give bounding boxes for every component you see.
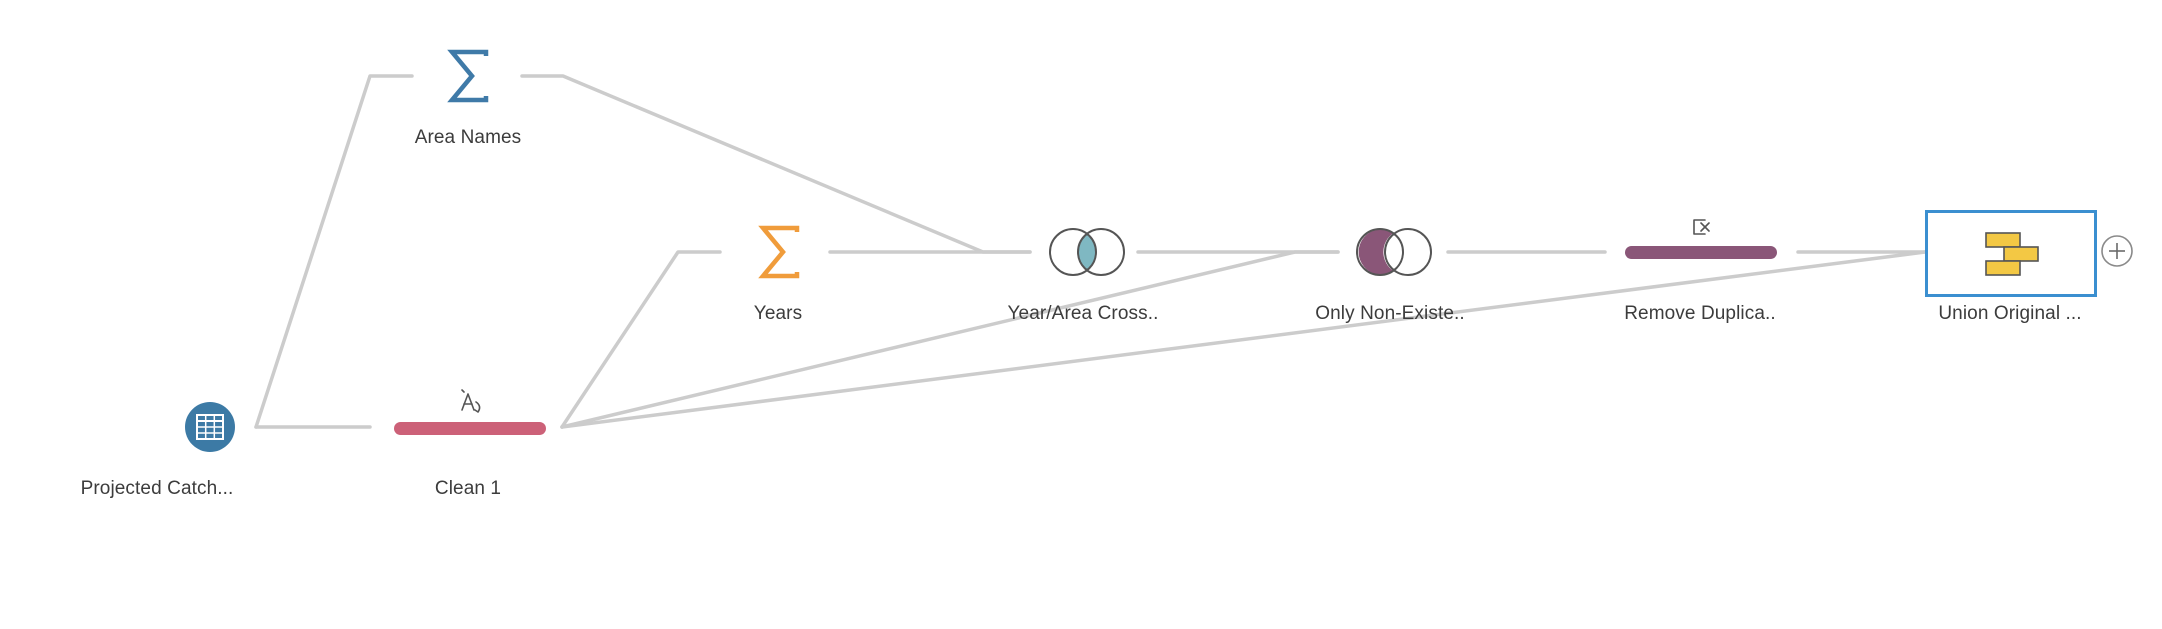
sigma-aggregate-icon — [758, 225, 800, 279]
years-aggregate-node[interactable] — [757, 224, 803, 280]
add-step-button[interactable] — [2100, 234, 2134, 268]
table-input-icon — [185, 402, 235, 452]
remove-field-clean-icon — [1625, 219, 1777, 259]
union-label: Union Original ... — [1938, 303, 2082, 324]
area-names-label: Area Names — [414, 127, 522, 148]
sigma-aggregate-icon — [447, 49, 489, 103]
year-area-cross-join-node[interactable] — [1046, 224, 1128, 280]
input-step-node[interactable] — [184, 401, 236, 453]
union-step-selection[interactable] — [1925, 210, 2097, 297]
area-names-aggregate-node[interactable] — [446, 48, 492, 104]
union-icon — [1985, 232, 2039, 276]
left-only-join-icon — [1356, 228, 1432, 276]
clean1-step-label: Clean 1 — [434, 478, 502, 499]
edge-clean1-to-join2 — [560, 250, 1340, 429]
only-non-existing-join-label: Only Non-Existe.. — [1315, 303, 1465, 324]
edge-clean1-to-years — [560, 250, 722, 429]
years-label: Years — [753, 303, 803, 324]
clean-step-icon — [394, 389, 546, 435]
plus-circle-icon — [2101, 235, 2133, 267]
clean1-step-node[interactable] — [392, 388, 548, 438]
only-non-existing-join-node[interactable] — [1353, 224, 1435, 280]
edge-clean1-to-union — [560, 250, 1927, 429]
input-step-label: Projected Catch... — [80, 478, 234, 499]
edge-input-to-area-names — [254, 74, 414, 429]
remove-duplicates-label: Remove Duplica.. — [1624, 303, 1776, 324]
remove-duplicates-step-node[interactable] — [1623, 213, 1779, 263]
year-area-cross-join-label: Year/Area Cross.. — [1007, 303, 1159, 324]
inner-join-icon — [1049, 228, 1125, 276]
